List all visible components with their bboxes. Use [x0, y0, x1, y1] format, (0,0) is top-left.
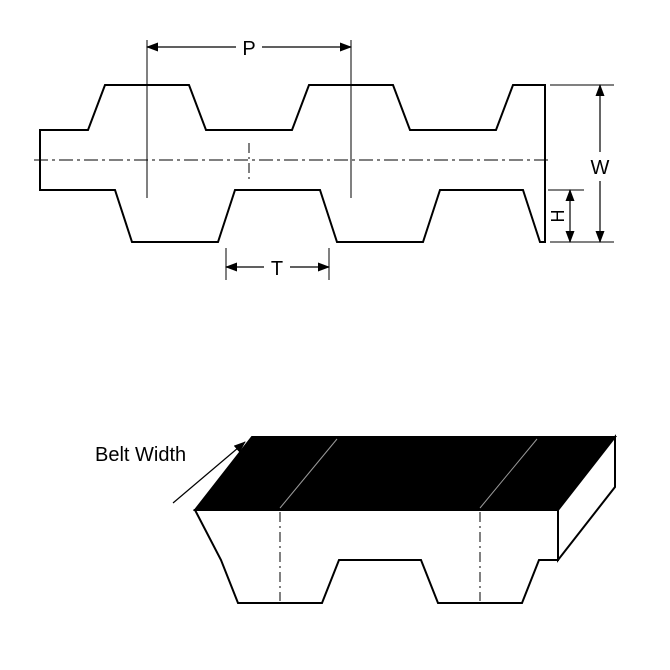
top-face-seam-2 [479, 438, 538, 509]
width-label: W [591, 157, 610, 179]
tooth-width-label: T [271, 258, 283, 280]
belt-front-face [193, 509, 559, 604]
pitch-label: P [242, 38, 255, 60]
dimension-tooth-width: T [225, 248, 330, 280]
belt-width-label: Belt Width [95, 444, 186, 466]
belt-profile-view: P W H T [34, 33, 616, 280]
pitch-label-background [236, 33, 262, 60]
tooth-height-label-background [546, 205, 567, 228]
belt-iso-view: Belt Width [95, 434, 618, 604]
belt-cross-section-shape [39, 84, 546, 243]
belt-width-arrow [172, 441, 246, 504]
dimension-pitch: P [146, 33, 352, 198]
top-face-seam-1 [279, 438, 338, 509]
tooth-height-label: H [548, 210, 568, 223]
width-label-background [584, 152, 616, 181]
belt-top-face [192, 436, 618, 511]
tooth-width-label-background [264, 254, 290, 280]
belt-width-annotation: Belt Width [95, 441, 246, 504]
dimension-tooth-height: H [546, 189, 584, 243]
dimension-width: W [550, 84, 616, 243]
